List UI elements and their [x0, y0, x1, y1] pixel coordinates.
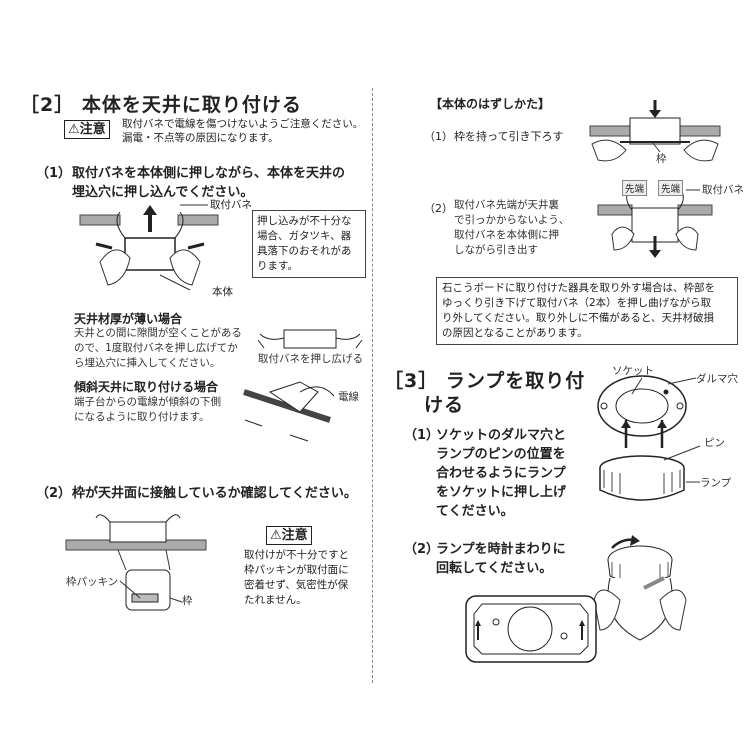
step2-caution-line-1: 取付けが不十分ですと [244, 549, 349, 561]
thin-ceiling-line-1: 天井との間に隙間が空くことがある [74, 327, 242, 339]
caution-badge-2: ⚠注意 [266, 526, 312, 545]
removal-step1-number: （1） [424, 130, 453, 143]
removal-step2-line-3: 取付バネを本体側に押 [454, 229, 559, 241]
warning-line-3: 具落下のおそれがあ [257, 245, 352, 257]
removal-step2-text: 取付バネ先端が天井裏 で引っかからないよう、 取付バネを本体側に押 しながら引き… [454, 198, 569, 258]
label-lamp: ランプ [700, 477, 732, 489]
caution-text-1: 取付バネで電線を傷つけないようご注意ください。 [122, 118, 364, 130]
removal-title: 【本体のはずしかた】 [430, 97, 551, 111]
thin-ceiling-caption: 取付バネを押し広げる [258, 353, 363, 365]
s3-step1-number: （1） [404, 428, 440, 443]
warning-line-4: ります。 [257, 260, 298, 272]
warning-line-1: 押し込みが不十分な [257, 215, 352, 227]
removal-note-line-2: ゆっくり引き下げて取付バネ（2本）を押し曲げながら取 [442, 297, 712, 309]
removal-note-line-1: 石こうボードに取り付けた器具を取り外す場合は、枠部を [442, 282, 715, 294]
thin-ceiling-line-2: ので、1度取付バネを押し広げてか [74, 342, 238, 354]
step1-text-line2: 埋込穴に押し込んでください。 [72, 185, 254, 200]
thin-ceiling-line-3: ら埋込穴に挿入してください。 [74, 357, 221, 369]
removal-step2-line-4: しながら引き出す [454, 244, 538, 256]
step2-caution-line-2: 枠パッキンが取付面に [244, 564, 349, 576]
s3-step1-line-1: ソケットのダルマ穴と [436, 428, 567, 443]
thin-ceiling-text: 天井との間に隙間が空くことがある ので、1度取付バネを押し広げてか ら埋込穴に挿… [74, 326, 242, 371]
removal-step2-number: （2） [424, 202, 453, 215]
section3-title-line1: ［3］ ランプを取り付 [384, 370, 586, 392]
removal-step2-line-1: 取付バネ先端が天井裏 [454, 199, 559, 211]
slanted-ceiling-line-2: になるように取り付けます。 [74, 411, 210, 423]
s3-step1-line-2: ランプのピンの位置を [436, 447, 566, 462]
thin-ceiling-heading: 天井材厚が薄い場合 [74, 312, 183, 326]
label-socket: ソケット [612, 365, 654, 377]
warning-line-2: 場合、ガタツキ、器 [257, 230, 352, 242]
section2-caution: ⚠注意 [64, 118, 110, 139]
s3-step2-number: （2） [404, 542, 440, 557]
step1-text-line1: 取付バネを本体側に押しながら、本体を天井の [72, 166, 346, 181]
s3-step2-text: ランプを時計まわりに 回転してください。 [436, 540, 566, 578]
removal-label-frame: 枠 [656, 153, 667, 165]
removal-note-line-3: り外してください。取り外しに不備があると、天井材破損 [442, 312, 714, 324]
label-pin: ピン [704, 437, 725, 449]
step2-caution-text: 取付けが不十分ですと 枠パッキンが取付面に 密着せず、気密性が保 たれません。 [244, 548, 349, 608]
slanted-ceiling-line-1: 端子台からの電線が傾斜の下側 [74, 396, 221, 408]
label-packing: 枠パッキン [66, 576, 119, 588]
label-frame: 枠 [182, 595, 193, 607]
removal-step1-text: 枠を持って引き下ろす [454, 130, 564, 143]
s3-step2-line-2: 回転してください。 [436, 561, 553, 576]
removal-step2-line-2: で引っかからないよう、 [454, 214, 570, 226]
caution-badge: ⚠注意 [64, 120, 110, 139]
slanted-ceiling-text: 端子台からの電線が傾斜の下側 になるように取り付けます。 [74, 395, 221, 425]
s3-step2-line-1: ランプを時計まわりに [436, 542, 566, 557]
removal-note-box: 石こうボードに取り付けた器具を取り外す場合は、枠部を ゆっくり引き下げて取付バネ… [436, 277, 738, 345]
step2-caution-line-3: 密着せず、気密性が保 [244, 579, 349, 591]
label-spring: 取付バネ [210, 199, 252, 211]
s3-step1-line-4: をソケットに押し上げ [436, 485, 567, 500]
label-wire: 電線 [338, 391, 359, 403]
removal-label-spring: 取付バネ [702, 184, 744, 196]
s3-step1-line-5: てください。 [436, 504, 514, 519]
label-body: 本体 [212, 286, 233, 298]
step2-caution: ⚠注意 [266, 524, 312, 545]
warning-box: 押し込みが不十分な 場合、ガタツキ、器 具落下のおそれがあ ります。 [252, 210, 366, 278]
section3-title-line2: ける [424, 394, 465, 416]
removal-label-tip-b: 先端 [658, 180, 684, 196]
step2-text: 枠が天井面に接触しているか確認してください。 [72, 486, 357, 501]
removal-label-tip-a: 先端 [622, 180, 648, 196]
step2-caution-line-4: たれません。 [244, 594, 307, 606]
s3-step1-text: ソケットのダルマ穴と ランプのピンの位置を 合わせるようにランプ をソケットに押… [436, 426, 566, 521]
slanted-ceiling-heading: 傾斜天井に取り付ける場合 [74, 380, 219, 394]
caution-text-2: 漏電・不点等の原因になります。 [122, 132, 279, 144]
s3-step1-line-3: 合わせるようにランプ [436, 466, 566, 481]
section2-title: ［2］ 本体を天井に取り付ける [20, 94, 302, 116]
step2-number: （2） [36, 486, 72, 501]
removal-note-line-4: の原因となることがあります。 [442, 327, 588, 339]
step1-number: （1） [36, 166, 72, 181]
label-keyhole: ダルマ穴 [696, 373, 738, 385]
column-divider [372, 88, 374, 683]
